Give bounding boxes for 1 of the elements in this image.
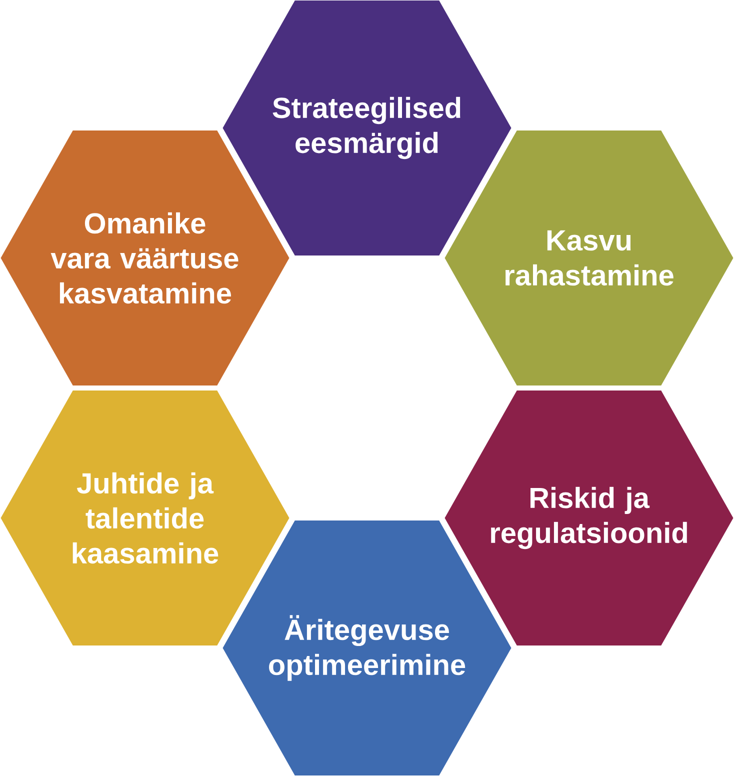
- hexagon: Omanike vara väärtuse kasvatamine: [0, 128, 293, 388]
